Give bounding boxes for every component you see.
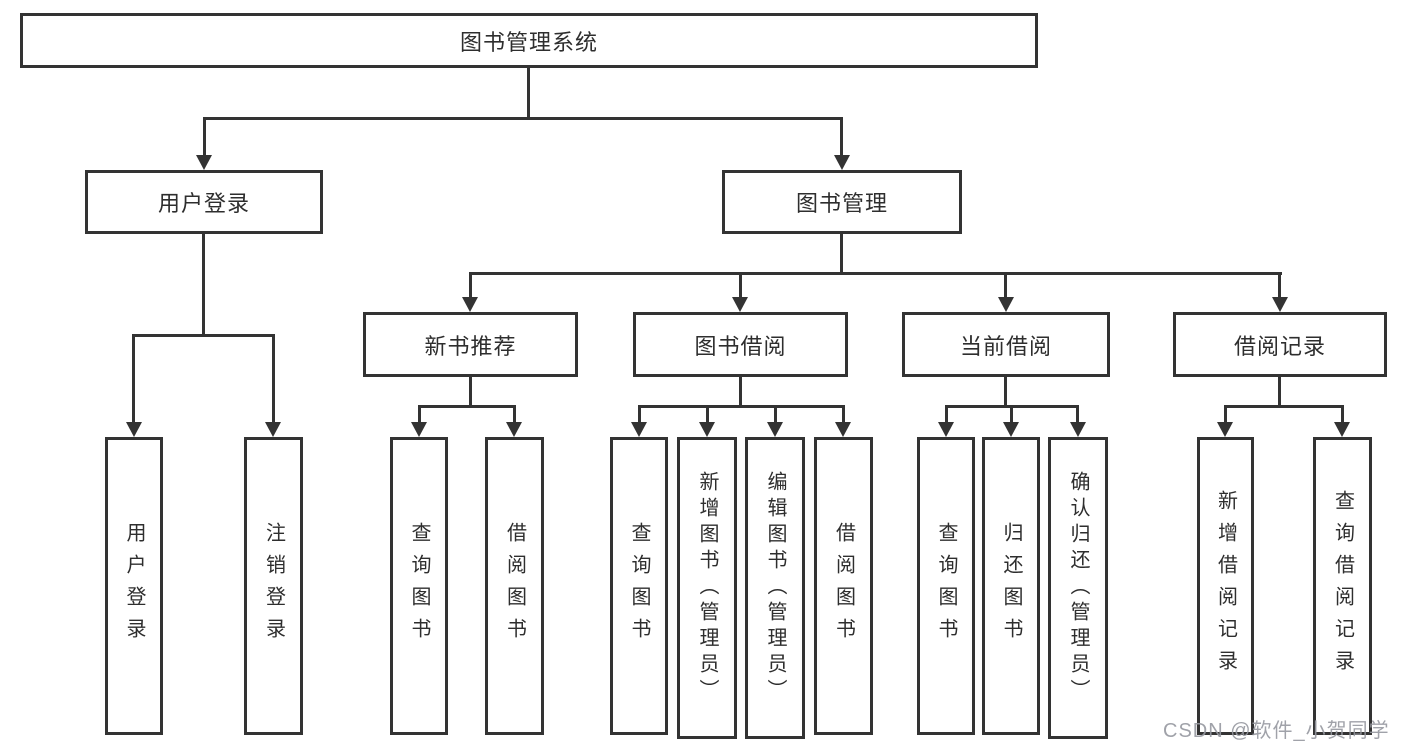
connector-line (840, 234, 843, 273)
node-book-management: 图书管理 (722, 170, 962, 234)
arrowhead-down-icon (732, 297, 748, 312)
leaf-logout: 注销登录 (244, 437, 303, 735)
connector-line (706, 405, 709, 422)
leaf-edit-books-admin-label: 编辑图书（管理员） (764, 471, 786, 705)
connector-line (1076, 405, 1079, 422)
node-book-borrowing: 图书借阅 (633, 312, 848, 377)
connector-line (133, 334, 275, 337)
leaf-add-books-admin: 新增图书（管理员） (677, 437, 737, 739)
connector-line (132, 334, 135, 422)
node-user-login: 用户登录 (85, 170, 323, 234)
arrowhead-down-icon (1272, 297, 1288, 312)
node-current-borrowing: 当前借阅 (902, 312, 1110, 377)
leaf-borrow-books-2: 借阅图书 (814, 437, 873, 735)
leaf-add-borrow-record: 新增借阅记录 (1197, 437, 1254, 735)
leaf-return-books-label: 归还图书 (1000, 522, 1022, 650)
connector-line (1224, 405, 1343, 408)
leaf-query-borrow-record: 查询借阅记录 (1313, 437, 1372, 735)
leaf-confirm-return-admin-label: 确认归还（管理员） (1067, 471, 1089, 705)
connector-line (1278, 272, 1281, 297)
arrowhead-down-icon (1334, 422, 1350, 437)
leaf-return-books: 归还图书 (982, 437, 1040, 735)
leaf-user-login-label: 用户登录 (123, 522, 145, 650)
leaf-add-books-admin-label: 新增图书（管理员） (696, 471, 718, 705)
node-borrow-records-label: 借阅记录 (1233, 333, 1326, 359)
connector-line (202, 234, 205, 335)
connector-line (527, 68, 530, 118)
connector-line (638, 405, 641, 422)
node-current-borrowing-label: 当前借阅 (959, 333, 1052, 359)
arrowhead-down-icon (1217, 422, 1233, 437)
leaf-borrow-books-2-label: 借阅图书 (832, 522, 855, 650)
leaf-query-books-3-label: 查询图书 (935, 522, 957, 650)
node-book-management-label: 图书管理 (795, 191, 888, 216)
connector-line (1010, 405, 1013, 422)
leaf-borrow-books-1: 借阅图书 (485, 437, 544, 735)
arrowhead-down-icon (196, 155, 212, 170)
arrowhead-down-icon (699, 422, 715, 437)
connector-line (513, 405, 516, 422)
connector-line (1341, 405, 1344, 422)
leaf-query-books-2: 查询图书 (610, 437, 668, 735)
arrowhead-down-icon (631, 422, 647, 437)
connector-line (739, 272, 742, 297)
arrowhead-down-icon (1070, 422, 1086, 437)
arrowhead-down-icon (265, 422, 281, 437)
node-book-borrowing-label: 图书借阅 (694, 333, 787, 359)
leaf-query-books-1-label: 查询图书 (408, 522, 430, 650)
arrowhead-down-icon (126, 422, 142, 437)
connector-line (272, 334, 275, 422)
arrowhead-down-icon (938, 422, 954, 437)
node-user-login-label: 用户登录 (157, 191, 250, 216)
leaf-add-borrow-record-label: 新增借阅记录 (1214, 490, 1237, 682)
connector-line (469, 272, 472, 297)
leaf-confirm-return-admin: 确认归还（管理员） (1048, 437, 1108, 739)
leaf-query-books-1: 查询图书 (390, 437, 448, 735)
connector-line (774, 405, 777, 422)
arrowhead-down-icon (1003, 422, 1019, 437)
connector-line (842, 405, 845, 422)
connector-line (1004, 377, 1007, 406)
arrowhead-down-icon (506, 422, 522, 437)
connector-line (203, 117, 206, 155)
leaf-user-login: 用户登录 (105, 437, 163, 735)
connector-line (945, 405, 948, 422)
leaf-query-books-2-label: 查询图书 (628, 522, 650, 650)
node-borrow-records: 借阅记录 (1173, 312, 1387, 377)
node-root-label: 图书管理系统 (459, 29, 598, 55)
node-root: 图书管理系统 (20, 13, 1038, 68)
connector-line (418, 405, 421, 422)
leaf-query-borrow-record-label: 查询借阅记录 (1331, 490, 1354, 682)
node-new-book-recommend: 新书推荐 (363, 312, 578, 377)
arrowhead-down-icon (411, 422, 427, 437)
connector-line (418, 405, 515, 408)
leaf-logout-label: 注销登录 (262, 522, 285, 650)
connector-line (1224, 405, 1227, 422)
connector-line (739, 377, 742, 406)
watermark: CSDN @软件_小贺同学 (1163, 720, 1390, 742)
connector-line (470, 272, 1282, 275)
arrowhead-down-icon (767, 422, 783, 437)
connector-line (469, 377, 472, 406)
arrowhead-down-icon (835, 422, 851, 437)
arrowhead-down-icon (998, 297, 1014, 312)
leaf-borrow-books-1-label: 借阅图书 (503, 522, 526, 650)
connector-line (203, 117, 843, 120)
leaf-edit-books-admin: 编辑图书（管理员） (745, 437, 805, 739)
connector-line (840, 117, 843, 155)
arrowhead-down-icon (834, 155, 850, 170)
connector-line (1004, 272, 1007, 297)
connector-line (638, 405, 844, 408)
connector-line (1278, 377, 1281, 406)
arrowhead-down-icon (462, 297, 478, 312)
node-new-book-recommend-label: 新书推荐 (424, 333, 517, 359)
leaf-query-books-3: 查询图书 (917, 437, 975, 735)
